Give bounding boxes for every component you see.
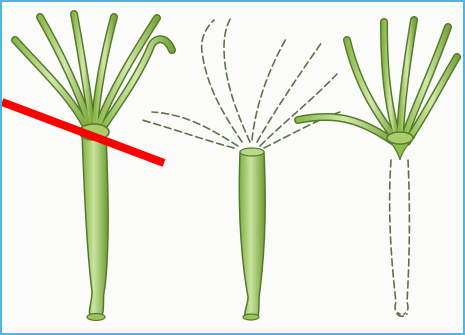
hydra-right-dashed-stalk <box>390 160 410 316</box>
hydra-right-hypostome <box>387 132 413 144</box>
hydra-middle-stalk-only <box>142 16 340 320</box>
hydra-middle-body <box>239 152 265 316</box>
figure-canvas <box>2 2 463 333</box>
hydra-middle-dashed-tentacles <box>142 16 340 148</box>
hydra-middle-basal-disc <box>243 314 259 320</box>
hydra-left-intact <box>15 14 172 321</box>
hydra-middle-cut-surface <box>240 148 264 156</box>
hydra-right-head-only <box>298 20 457 316</box>
hydra-left-body <box>82 134 108 316</box>
hydra-left-basal-disc <box>87 314 105 321</box>
hydra-right-tentacles <box>298 20 457 142</box>
